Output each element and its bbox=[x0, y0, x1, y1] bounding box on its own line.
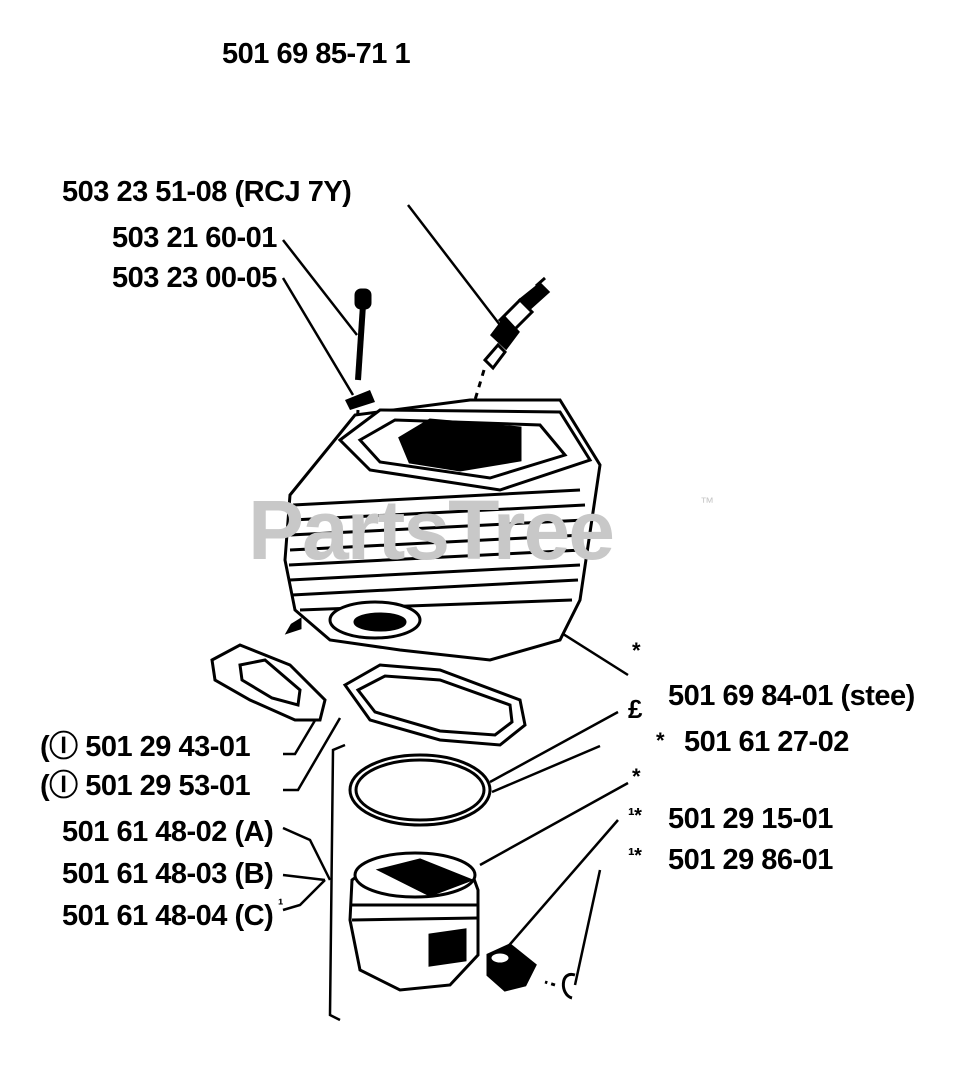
marker-clip: ¹* bbox=[628, 845, 642, 867]
watermark: PartsTree bbox=[248, 483, 615, 577]
marker-ring-star: * bbox=[656, 728, 665, 753]
leader-ring-b bbox=[491, 744, 601, 794]
marker-piston-star: * bbox=[632, 764, 641, 789]
label-piston-c: 501 61 48-04 (C) bbox=[62, 900, 274, 932]
leader-cylinder bbox=[559, 630, 629, 677]
leader-circlip bbox=[573, 869, 602, 986]
label-washer: 503 23 00-05 bbox=[112, 262, 277, 294]
trademark-symbol: ™ bbox=[700, 494, 714, 510]
label-cylinder: 501 69 84-01 (stee) bbox=[668, 680, 915, 712]
leader-pin bbox=[504, 819, 619, 951]
label-screw: 503 21 60-01 bbox=[112, 222, 277, 254]
label-spark-plug: 503 23 51-08 (RCJ 7Y) bbox=[62, 176, 352, 208]
circlip bbox=[544, 972, 576, 1000]
bracket-piston bbox=[282, 826, 332, 912]
spark-plug bbox=[473, 276, 551, 401]
leader-gasket-1 bbox=[283, 711, 322, 756]
leader-screw bbox=[282, 239, 358, 336]
label-circlip: 501 29 86-01 bbox=[668, 844, 833, 876]
leader-washer bbox=[281, 277, 355, 396]
leader-gasket-2 bbox=[283, 717, 342, 792]
intake-gasket bbox=[210, 643, 327, 722]
leader-lines bbox=[281, 204, 629, 1022]
cylinder bbox=[283, 398, 602, 662]
leader-spark-plug bbox=[407, 204, 501, 326]
leader-ring-a bbox=[489, 710, 619, 784]
marker-ring: £ bbox=[628, 694, 642, 724]
washer bbox=[345, 390, 375, 410]
marker-pin: ¹* bbox=[628, 805, 642, 827]
label-piston-pin: 501 29 15-01 bbox=[668, 803, 833, 835]
leader-piston bbox=[479, 781, 629, 867]
label-gasket-2: (Ⓘ 501 29 53-01 bbox=[40, 770, 251, 802]
marker-c-suffix: ¹ bbox=[278, 897, 283, 914]
assembly-number: 501 69 85-71 1 bbox=[222, 38, 411, 70]
label-gasket-1: (Ⓘ 501 29 43-01 bbox=[40, 731, 251, 763]
piston bbox=[348, 851, 480, 992]
piston-ring bbox=[348, 753, 492, 827]
label-piston-b: 501 61 48-03 (B) bbox=[62, 858, 274, 890]
label-piston-ring: 501 61 27-02 bbox=[684, 726, 849, 758]
piston-pin bbox=[486, 943, 537, 992]
bracket-piston-group bbox=[328, 743, 346, 1022]
marker-cylinder-star: * bbox=[632, 638, 641, 663]
base-gasket bbox=[342, 663, 527, 747]
label-piston-a: 501 61 48-02 (A) bbox=[62, 816, 274, 848]
